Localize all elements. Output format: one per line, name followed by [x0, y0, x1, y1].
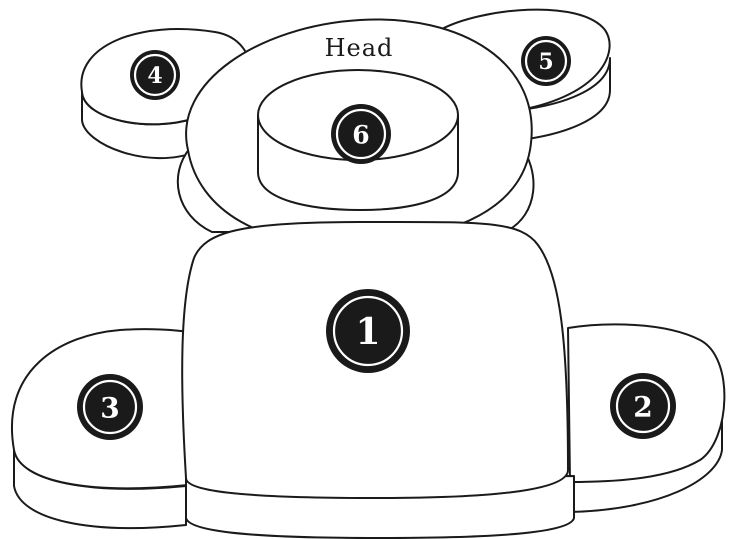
- body-part: [181, 220, 575, 539]
- left-hand-part: [11, 328, 189, 530]
- badge-3: 3: [77, 374, 143, 440]
- head-label: Head: [325, 34, 394, 62]
- badge-6: 6: [331, 104, 391, 164]
- badge-1: 1: [326, 289, 410, 373]
- badge-4: 4: [130, 50, 180, 100]
- badge-5-label: 5: [538, 49, 553, 75]
- badge-6-label: 6: [352, 121, 369, 150]
- badge-2-label: 2: [633, 391, 652, 424]
- badge-2: 2: [610, 373, 676, 439]
- badge-4-label: 4: [147, 63, 162, 89]
- badge-1-label: 1: [355, 311, 380, 353]
- badge-3-label: 3: [100, 392, 119, 425]
- badge-5: 5: [521, 36, 571, 86]
